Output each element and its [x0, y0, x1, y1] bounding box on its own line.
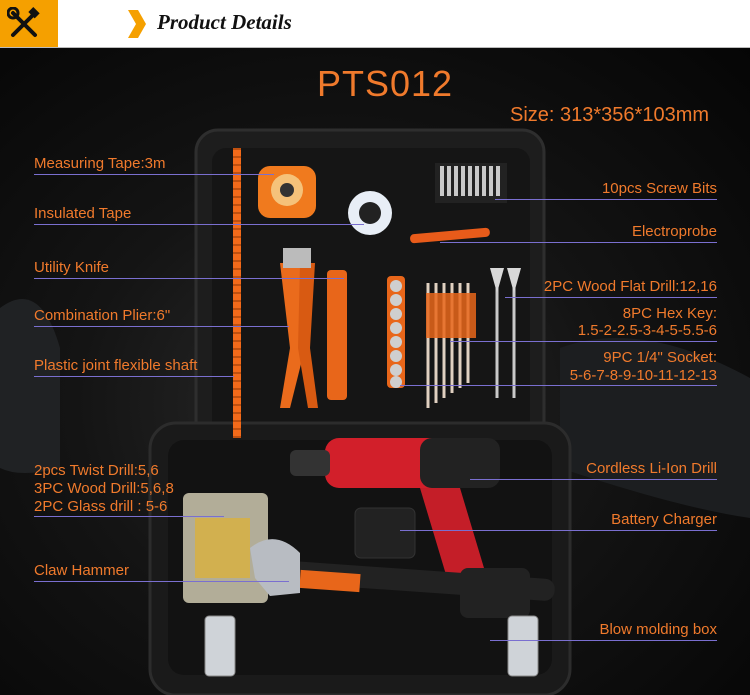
model-number: PTS012 — [317, 63, 454, 104]
callout-line-claw-hammer — [34, 581, 289, 582]
callout-wood-drill: 3PC Wood Drill:5,6,8 — [34, 480, 174, 497]
callout-line-hex-key — [450, 341, 717, 342]
callout-line-screw-bits — [495, 199, 717, 200]
callout-line-electroprobe — [440, 242, 717, 243]
wood-flat-drills — [495, 273, 516, 398]
car-silhouette-left — [0, 299, 60, 473]
callout-screw-bits: 10pcs Screw Bits — [601, 180, 717, 197]
callout-insulated-tape: Insulated Tape — [34, 205, 132, 222]
callout-twist-drill: 2pcs Twist Drill:5,6 — [34, 462, 159, 479]
callout-line-combination-plier — [34, 326, 289, 327]
callout-battery-charger: Battery Charger — [611, 511, 717, 528]
callout-line-blow-molding-box — [490, 640, 717, 641]
callout-line-drill-bits — [34, 516, 224, 517]
callout-line-battery-charger — [400, 530, 717, 531]
header-title: Product Details — [157, 10, 292, 34]
callout-line-measuring-tape — [34, 174, 274, 175]
callout-socket-title: 9PC 1/4" Socket: — [603, 349, 717, 366]
drill-bit-box — [183, 493, 268, 603]
callout-line-insulated-tape — [34, 224, 364, 225]
callout-hex-key-title: 8PC Hex Key: — [622, 305, 717, 322]
measuring-tape — [258, 166, 316, 218]
callout-line-cordless-drill — [470, 479, 717, 480]
callout-wood-flat-drill: 2PC Wood Flat Drill:12,16 — [543, 278, 717, 295]
callout-line-socket — [400, 385, 717, 386]
callout-flexible-shaft: Plastic joint flexible shaft — [34, 357, 198, 374]
utility-knife-tool — [327, 270, 347, 400]
socket-rail — [387, 276, 405, 388]
toolkit-illustration — [0, 128, 750, 695]
combination-plier — [280, 248, 318, 408]
logo-badge — [0, 0, 48, 48]
callout-line-wood-flat-drill — [505, 297, 717, 298]
callout-measuring-tape: Measuring Tape:3m — [34, 155, 166, 172]
screw-bits-set — [435, 163, 507, 203]
callout-glass-drill: 2PC Glass drill : 5-6 — [34, 498, 168, 515]
car-silhouette-right — [560, 338, 750, 518]
callout-line-utility-knife — [34, 278, 344, 279]
callout-hex-key-sizes: 1.5-2-2.5-3-4-5-5.5-6 — [577, 322, 717, 339]
tools-cross-icon — [7, 7, 40, 37]
header-stripe — [48, 0, 58, 48]
callout-socket-sizes: 5-6-7-8-9-10-11-12-13 — [569, 367, 717, 384]
electroprobe-tool — [410, 227, 490, 244]
section-header: Product Details — [0, 0, 750, 48]
case-latch-left — [204, 615, 236, 677]
battery-charger-unit — [354, 507, 416, 559]
callout-blow-molding-box: Blow molding box — [599, 621, 717, 638]
hex-key-holder — [426, 293, 476, 338]
flat-drill-heads — [490, 268, 521, 293]
callout-utility-knife: Utility Knife — [34, 259, 110, 276]
dimensions-text: Size: 313*356*103mm — [510, 104, 710, 126]
callout-cordless-drill: Cordless Li-Ion Drill — [586, 460, 717, 477]
header-divider — [0, 47, 750, 48]
insulated-tape — [348, 191, 392, 235]
callout-combination-plier: Combination Plier:6" — [34, 307, 171, 324]
header-chevron-decoration — [128, 10, 146, 38]
callout-electroprobe: Electroprobe — [631, 223, 717, 240]
callout-claw-hammer: Claw Hammer — [34, 562, 130, 579]
callout-line-flexible-shaft — [34, 376, 234, 377]
case-latch-right — [507, 615, 539, 677]
